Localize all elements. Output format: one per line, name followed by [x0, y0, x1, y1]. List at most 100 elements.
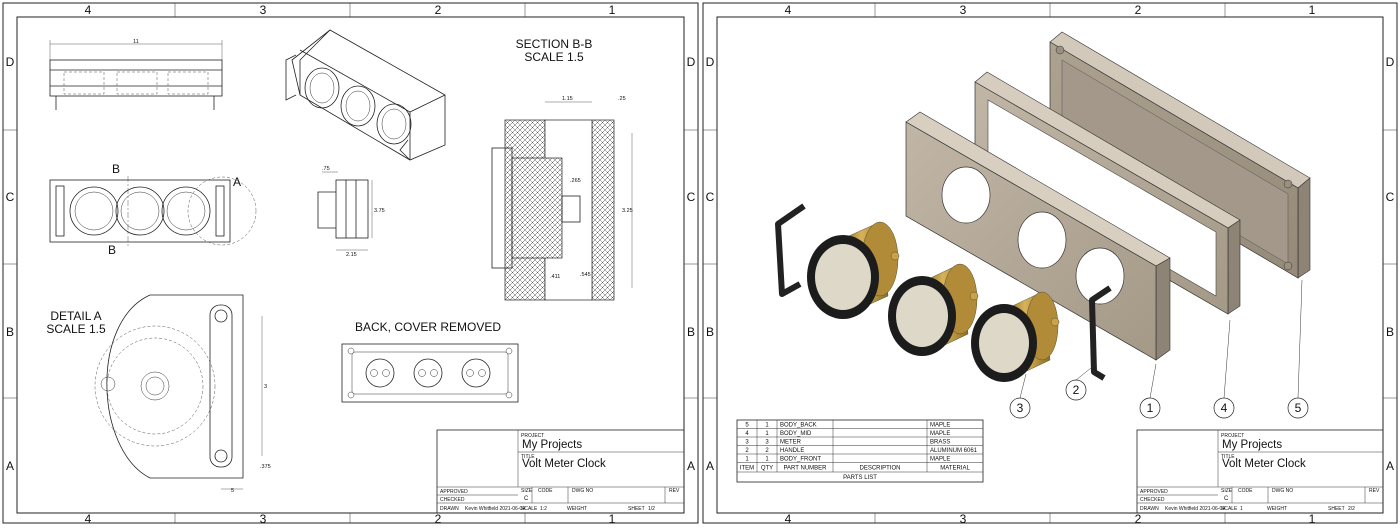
dim-sec-mid: .265 — [570, 178, 581, 184]
pl-header-description: DESCRIPTION — [859, 466, 900, 472]
balloon-2-label: 2 — [1073, 383, 1080, 397]
pl-r4-item: 2 — [745, 448, 749, 454]
tb1-project-label: PROJECT — [521, 433, 544, 439]
zone-row-b-right: B — [687, 325, 695, 339]
tb1-scale-val: 1:2 — [540, 506, 547, 512]
tb2-weight: WEIGHT — [1267, 506, 1287, 512]
tb2-scale: SCALE — [1221, 506, 1238, 512]
balloon-2 — [1065, 379, 1087, 401]
dim-side-w2: 2.15 — [346, 252, 357, 258]
parts-list-row: 3 3 METER BRASS — [745, 440, 950, 446]
dim-sec-top1: 1.15 — [562, 96, 573, 102]
tb1-size: C — [524, 496, 529, 502]
dim-sec-b1: .411 — [550, 274, 560, 280]
pl-r4-qty: 2 — [765, 448, 769, 454]
zone2-col-2-bottom: 2 — [1135, 512, 1142, 526]
pl-r4-material: ALUMINUM 6061 — [930, 448, 978, 454]
detail-a: DETAIL A SCALE 1.5 3 .375 5 — [46, 294, 271, 494]
sheet-1-zone-ticks — [3, 3, 698, 523]
pl-header-qty: QTY — [761, 466, 773, 472]
zone2-row-b-left: B — [706, 325, 714, 339]
tb1-size-label: SIZE — [521, 488, 533, 494]
tb1-project: My Projects — [522, 439, 582, 451]
sheet-1-outer-border — [2, 2, 699, 524]
tb2-scale-val: 1 — [1240, 506, 1243, 512]
section-marker-top: B — [112, 162, 120, 176]
dim-side-w1: .75 — [322, 166, 330, 172]
section-bb-scale: SCALE 1.5 — [524, 50, 584, 64]
zone-col-3-bottom: 3 — [260, 512, 267, 526]
back-view: BACK, COVER REMOVED — [341, 320, 519, 403]
zone2-row-a-right: A — [1386, 459, 1394, 473]
tb1-checked: CHECKED — [440, 497, 465, 503]
tb2-size: C — [1224, 496, 1229, 502]
tb1-sheet: SHEET — [628, 506, 645, 512]
zone-col-3-top: 3 — [260, 3, 267, 17]
parts-list-row: 5 1 BODY_BACK MAPLE — [745, 423, 950, 429]
zone-col-1-bottom: 1 — [609, 512, 616, 526]
tb1-weight: WEIGHT — [567, 506, 587, 512]
section-bb: SECTION B-B SCALE 1.5 1.15 .25 .265 3.25… — [491, 37, 633, 301]
zone-row-b-left: B — [6, 325, 14, 339]
meter-1-part — [807, 221, 900, 319]
detail-marker: A — [233, 175, 241, 189]
sheet-2-title-block: PROJECT My Projects TITLE Volt Meter Clo… — [1136, 429, 1384, 514]
pl-r3-part: METER — [780, 440, 802, 446]
tb2-title: Volt Meter Clock — [1222, 458, 1306, 470]
dim-sec-top2: .25 — [618, 96, 626, 102]
detail-a-title: DETAIL A — [50, 309, 101, 323]
dim-det-w: 5 — [231, 488, 234, 494]
balloon-4 — [1213, 397, 1235, 419]
tb1-title: Volt Meter Clock — [522, 458, 606, 470]
tb1-title-label: TITLE — [521, 454, 535, 460]
zone-col-1-top: 1 — [609, 3, 616, 17]
pl-r2-part: BODY_MID — [780, 431, 812, 437]
tb1-sheet-val: 1/2 — [648, 506, 655, 512]
pl-r2-qty: 1 — [765, 431, 769, 437]
pl-r1-item: 5 — [745, 423, 749, 429]
dim-side-h: 3.75 — [374, 208, 385, 214]
pl-r5-material: MAPLE — [930, 457, 950, 463]
dim-det-h: 3 — [264, 384, 267, 390]
section-bb-title: SECTION B-B — [516, 37, 593, 51]
tb1-scale: SCALE — [521, 506, 538, 512]
sheet-2-zone-ticks — [703, 3, 1397, 523]
balloon-5-label: 5 — [1295, 401, 1302, 415]
tb2-project-label: PROJECT — [1221, 433, 1244, 439]
pl-r2-material: MAPLE — [930, 431, 950, 437]
zone-row-d-left: D — [6, 55, 15, 69]
zone2-col-1-top: 1 — [1309, 3, 1316, 17]
detail-a-scale: SCALE 1.5 — [46, 322, 106, 336]
zone2-col-1-bottom: 1 — [1309, 512, 1316, 526]
zone2-row-b-right: B — [1386, 325, 1394, 339]
tb2-size-label: SIZE — [1221, 488, 1233, 494]
tb1-drawn: DRAWN — [440, 506, 459, 512]
pl-header-material: MATERIAL — [940, 466, 970, 472]
balloon-1-label: 1 — [1147, 401, 1154, 415]
tb2-rev: REV — [1369, 488, 1380, 494]
zone2-col-4-top: 4 — [785, 3, 792, 17]
pl-r5-part: BODY_FRONT — [780, 457, 821, 463]
sheet-2: 4 3 2 1 4 3 2 1 D C B A D C B A — [702, 2, 1398, 526]
pl-r2-item: 4 — [745, 431, 749, 437]
zone-col-2-top: 2 — [435, 3, 442, 17]
balloon-leaders — [1019, 279, 1303, 399]
sheet-1-title-block: PROJECT My Projects TITLE Volt Meter Clo… — [436, 429, 685, 514]
tb2-dwg-no: DWG NO — [1272, 488, 1293, 494]
top-view: 11 — [49, 39, 223, 110]
zone-row-a-right: A — [687, 459, 695, 473]
pl-r3-item: 3 — [745, 440, 749, 446]
balloon-4-label: 4 — [1221, 401, 1228, 415]
tb2-approved: APPROVED — [1140, 489, 1168, 495]
parts-list-caption: PARTS LIST — [843, 475, 877, 481]
tb1-dwg-no: DWG NO — [572, 488, 593, 494]
zone2-row-c-right: C — [1386, 190, 1395, 204]
zone-row-c-left: C — [6, 190, 15, 204]
tb2-sheet: SHEET — [1328, 506, 1345, 512]
zone2-col-3-bottom: 3 — [960, 512, 967, 526]
handle-left-part — [775, 203, 806, 297]
sheet-1: 4 3 2 1 4 3 2 1 D C B A D C B A 11 — [2, 2, 699, 526]
tb2-checked: CHECKED — [1140, 497, 1165, 503]
zone2-col-4-bottom: 4 — [785, 512, 792, 526]
back-view-title: BACK, COVER REMOVED — [355, 320, 501, 334]
